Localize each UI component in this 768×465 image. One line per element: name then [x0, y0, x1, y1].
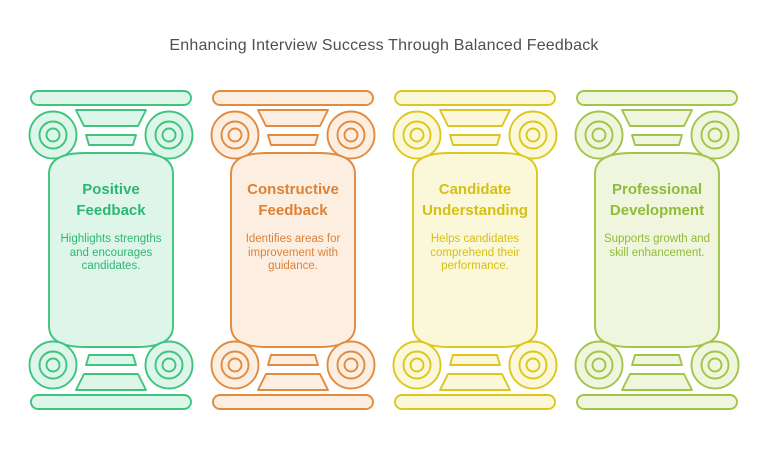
pillar-heading: Candidate Understanding: [422, 181, 528, 219]
column-capital: [392, 90, 558, 160]
column-shaft: [230, 152, 356, 348]
pillar-text: Professional Development Supports growth…: [597, 179, 717, 260]
pillar-candidate-understanding: Candidate Understanding Helps candidates…: [392, 90, 558, 410]
column-shaft: [412, 152, 538, 348]
column-capital: [210, 90, 376, 160]
greek-column-icon: [574, 90, 740, 410]
pillar-body: Highlights strengths and encourages cand…: [60, 233, 162, 272]
column-base: [392, 340, 558, 410]
pillar-heading: Constructive Feedback: [247, 181, 339, 219]
pillar-body: Identifies areas for improvement with gu…: [245, 233, 341, 272]
column-base: [574, 340, 740, 410]
pillar-text: Candidate Understanding Helps candidates…: [415, 179, 535, 274]
pillar-professional-development: Professional Development Supports growth…: [574, 90, 740, 410]
pillar-positive-feedback: Positive Feedback Highlights strengths a…: [28, 90, 194, 410]
greek-column-icon: [392, 90, 558, 410]
pillar-constructive-feedback: Constructive Feedback Identifies areas f…: [210, 90, 376, 410]
column-base: [28, 340, 194, 410]
column-base: [210, 340, 376, 410]
column-shaft: [48, 152, 174, 348]
column-capital: [574, 90, 740, 160]
column-capital: [28, 90, 194, 160]
pillar-heading: Positive Feedback: [76, 181, 146, 219]
page-title: Enhancing Interview Success Through Bala…: [169, 37, 599, 54]
pillar-row: Positive Feedback Highlights strengths a…: [0, 90, 768, 410]
greek-column-icon: [210, 90, 376, 410]
greek-column-icon: [28, 90, 194, 410]
pillar-text: Constructive Feedback Identifies areas f…: [233, 179, 353, 274]
pillar-text: Positive Feedback Highlights strengths a…: [51, 179, 171, 274]
pillar-body: Helps candidates comprehend their perfor…: [430, 233, 520, 272]
pillar-heading: Professional Development: [609, 181, 705, 219]
column-shaft: [594, 152, 720, 348]
pillar-body: Supports growth and skill enhancement.: [603, 233, 711, 259]
